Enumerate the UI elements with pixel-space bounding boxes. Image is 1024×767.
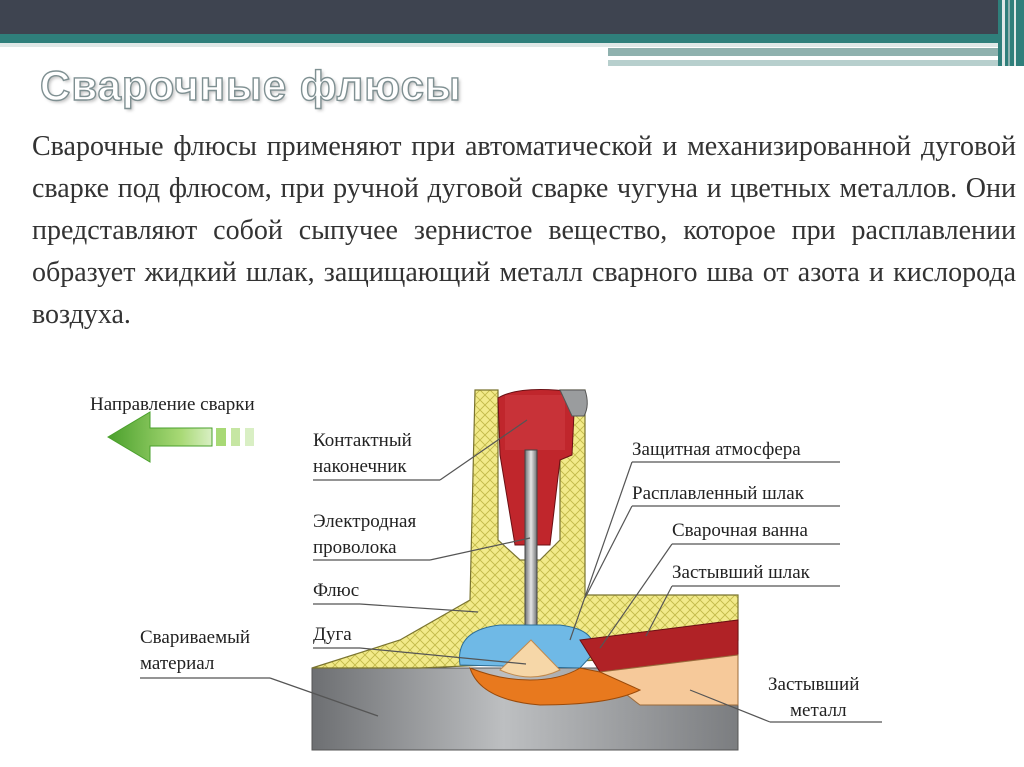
slide-paragraph: Сварочные флюсы применяют при автоматиче… <box>32 131 1016 330</box>
label-solid-slag: Застывший шлак <box>672 562 811 583</box>
label-contact-tip-1: Контактный <box>313 430 412 451</box>
header-dark-bar <box>0 0 1024 34</box>
label-arc: Дуга <box>313 624 352 645</box>
flux-layer <box>311 389 739 669</box>
direction-label: Направление сварки <box>90 394 255 415</box>
label-electrode-1: Электродная <box>313 511 416 532</box>
label-base-material-2: материал <box>140 653 215 674</box>
label-shield-atmosphere: Защитная атмосфера <box>632 439 801 460</box>
label-flux: Флюс <box>313 580 359 601</box>
slide-title: Сварочные флюсы <box>39 61 462 109</box>
label-solid-metal-2: металл <box>790 700 847 721</box>
header-stripe-2 <box>608 60 1000 66</box>
label-molten-slag: Расплавленный шлак <box>632 483 805 504</box>
direction-arrow-icon <box>107 411 254 463</box>
label-base-material-1: Свариваемый <box>140 627 250 648</box>
header-right-ribbon <box>998 0 1024 66</box>
label-weld-pool: Сварочная ванна <box>672 520 808 541</box>
label-solid-metal-1: Застывший <box>768 674 859 695</box>
welding-diagram: Направление сварки Контактный наконечник… <box>90 389 882 751</box>
arc <box>499 639 561 678</box>
header-teal-bar <box>0 34 1000 43</box>
label-contact-tip-2: наконечник <box>313 456 407 477</box>
electrode-wire <box>524 449 538 641</box>
label-electrode-2: проволока <box>313 537 397 558</box>
header-light-bar <box>0 43 1000 47</box>
weld-pool <box>469 667 642 706</box>
header-stripe <box>608 48 1000 56</box>
tip-cap <box>559 389 588 417</box>
